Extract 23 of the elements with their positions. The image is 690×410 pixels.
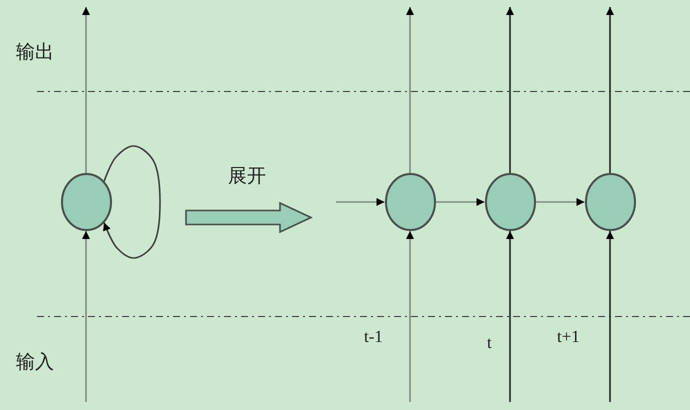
block-arrow — [185, 202, 312, 232]
arrow — [536, 198, 584, 206]
arrow — [406, 231, 414, 402]
time-step-label: t-1 — [364, 328, 383, 347]
arrow — [336, 198, 384, 206]
circle-node — [384, 173, 436, 231]
side-label: 输入 — [16, 352, 54, 373]
arrow — [506, 7, 514, 173]
arrow — [406, 7, 414, 173]
arrow — [606, 7, 614, 173]
time-step-label: t+1 — [557, 328, 580, 347]
time-step-label: t — [487, 334, 492, 353]
circle-node — [584, 173, 636, 231]
arrow — [506, 231, 514, 402]
arrow — [436, 198, 484, 206]
arrow — [606, 231, 614, 402]
side-label: 输出 — [16, 42, 54, 63]
arrow-caption: 展开 — [228, 166, 266, 187]
circle-node — [60, 173, 112, 231]
arrow — [82, 231, 90, 402]
self-loop-arrow — [103, 145, 161, 259]
arrow — [82, 7, 90, 173]
circle-node — [484, 173, 536, 231]
